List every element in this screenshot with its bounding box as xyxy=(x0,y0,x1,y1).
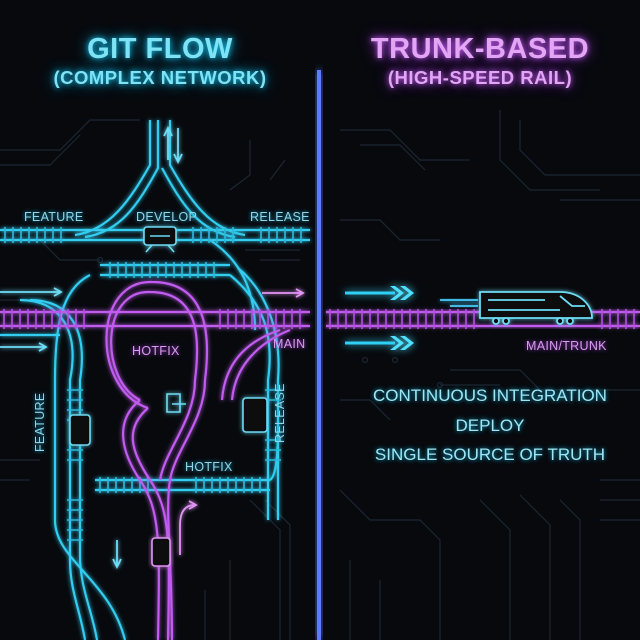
label-hotfix-bottom: HOTFIX xyxy=(185,460,233,474)
signal-icon xyxy=(242,397,268,433)
label-release-vertical: RELEASE xyxy=(273,383,287,443)
principle-single-source: SINGLE SOURCE OF TRUTH xyxy=(374,445,606,464)
label-release: RELEASE xyxy=(250,210,310,224)
arrow-right-icon xyxy=(0,342,48,352)
arrow-curve-up-icon xyxy=(179,500,198,555)
gitflow-title: GIT FLOW xyxy=(87,33,233,65)
label-feature-vertical: FEATURE xyxy=(33,392,47,452)
principle-continuous-integration: CONTINUOUS INTEGRATION xyxy=(373,386,607,405)
gitflow-title-block: GIT FLOW (COMPLEX NETWORK) xyxy=(20,32,300,90)
chevron-right-icon xyxy=(390,286,414,300)
document-icon xyxy=(166,393,186,413)
circuit-background xyxy=(0,110,640,640)
gitflow-ties xyxy=(4,227,302,541)
arrow-up-icon xyxy=(163,125,173,160)
gitflow-subtitle: (COMPLEX NETWORK) xyxy=(53,67,267,88)
direction-arrows xyxy=(0,125,305,570)
arrow-right-icon xyxy=(262,288,305,298)
arrow-down-icon xyxy=(173,128,183,165)
arrow-down-icon xyxy=(112,540,122,570)
principle-deploy: DEPLOY xyxy=(455,416,525,435)
label-develop: DEVELOP xyxy=(136,210,198,224)
trunk-title: TRUNK-BASED xyxy=(370,33,590,65)
trunk-ties xyxy=(329,309,635,329)
main-ties xyxy=(3,309,301,329)
arrow-right-icon xyxy=(0,287,63,297)
label-main-trunk: MAIN/TRUNK xyxy=(526,339,607,353)
label-main: MAIN xyxy=(273,337,306,351)
station-icons xyxy=(69,226,268,446)
signal-icon xyxy=(151,537,171,567)
bullet-train-icon xyxy=(479,291,593,325)
trunk-title-block: TRUNK-BASED (HIGH-SPEED RAIL) xyxy=(340,32,620,90)
trunk-subtitle: (HIGH-SPEED RAIL) xyxy=(387,67,573,88)
label-feature: FEATURE xyxy=(24,210,84,224)
chevron-right-icon xyxy=(390,336,414,350)
signal-icon xyxy=(69,414,91,446)
divider xyxy=(317,70,321,640)
speed-arrows xyxy=(345,286,414,350)
label-hotfix: HOTFIX xyxy=(132,344,180,358)
